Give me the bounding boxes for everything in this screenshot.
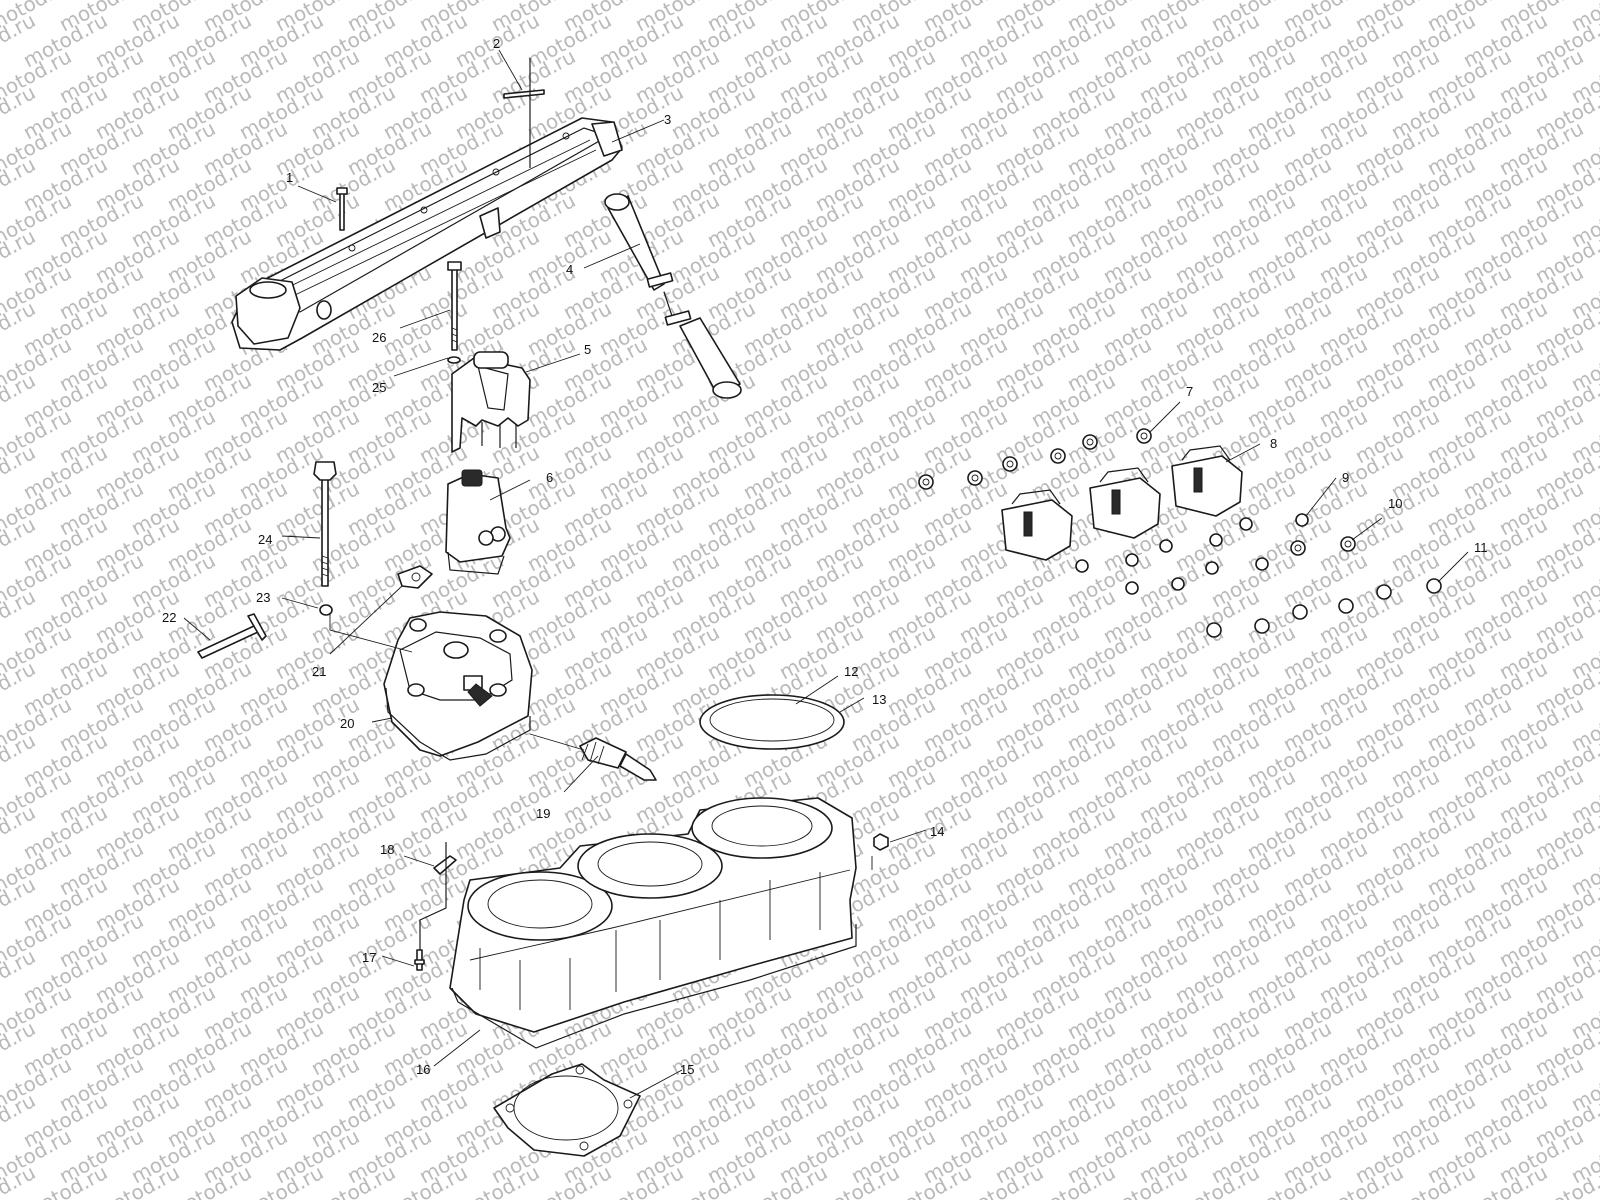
callout-25: 25	[372, 380, 386, 395]
callout-4: 4	[566, 262, 573, 277]
callout-13: 13	[872, 692, 886, 707]
callout-2: 2	[493, 36, 500, 51]
part-23-washer	[319, 604, 333, 616]
callout-26: 26	[372, 330, 386, 345]
callout-8: 8	[1270, 436, 1277, 451]
callout-20: 20	[340, 716, 354, 731]
part-25-washer	[447, 356, 461, 364]
callout-11: 11	[1474, 540, 1488, 555]
callout-1: 1	[286, 170, 293, 185]
callout-10: 10	[1388, 496, 1402, 511]
callout-16: 16	[416, 1062, 430, 1077]
part-13-o-ring-outer	[699, 694, 845, 750]
callout-12: 12	[844, 664, 858, 679]
callout-6: 6	[546, 470, 553, 485]
callout-23: 23	[256, 590, 270, 605]
callout-21: 21	[312, 664, 326, 679]
callout-9: 9	[1342, 470, 1349, 485]
callout-7: 7	[1186, 384, 1193, 399]
part-17-fitting	[414, 949, 425, 971]
callout-17: 17	[362, 950, 376, 965]
part-14-nut	[873, 833, 889, 851]
callout-3: 3	[664, 112, 671, 127]
callout-15: 15	[680, 1062, 694, 1077]
callout-5: 5	[584, 342, 591, 357]
callout-19: 19	[536, 806, 550, 821]
callout-14: 14	[930, 824, 944, 839]
callout-24: 24	[258, 532, 272, 547]
callout-22: 22	[162, 610, 176, 625]
callout-18: 18	[380, 842, 394, 857]
